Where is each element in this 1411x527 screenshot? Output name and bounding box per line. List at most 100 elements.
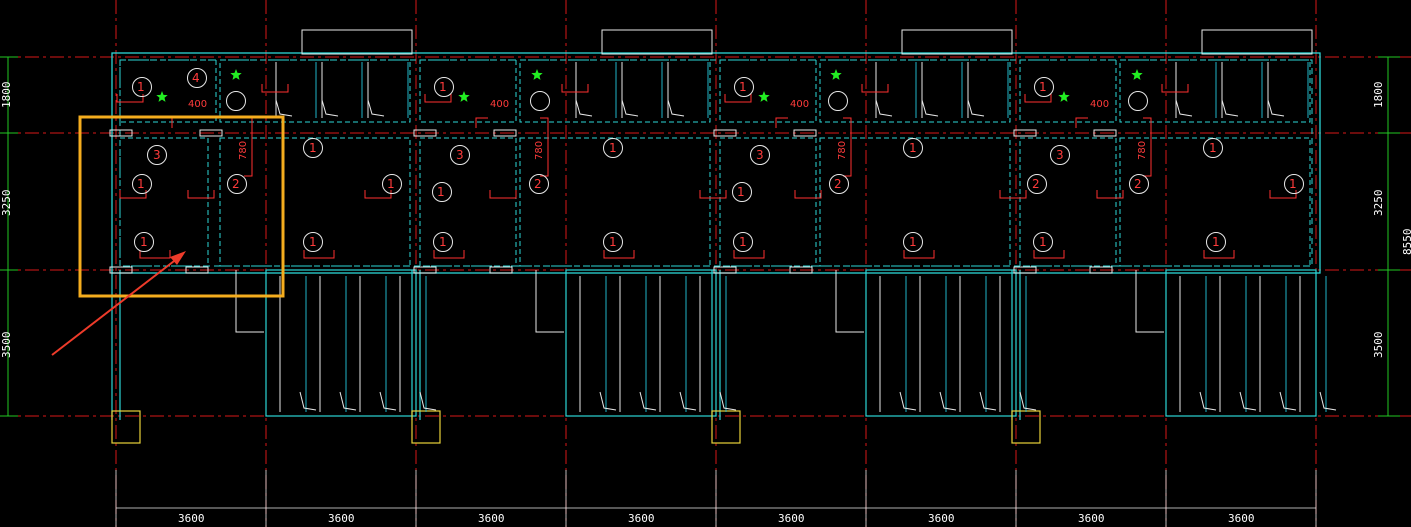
circle-tag-icon — [227, 174, 247, 194]
star-marker-icon — [230, 69, 242, 80]
circle-tag-icon — [432, 182, 452, 202]
circle-tag-icon — [132, 174, 152, 194]
top-projection — [301, 29, 413, 55]
leader-bracket — [999, 190, 1027, 199]
balcony-outline — [1165, 269, 1317, 417]
tag-main-9: 2 — [1134, 177, 1142, 191]
rebar-hook — [575, 99, 593, 117]
room-box — [719, 137, 817, 267]
leader-vertical — [1143, 117, 1152, 177]
room-box — [1019, 137, 1117, 267]
right-dimensions: 1800 3250 3500 8550 — [1372, 82, 1411, 359]
tag-upper-5: 1 — [1039, 80, 1047, 94]
circle-tag-icon — [434, 77, 454, 97]
leader-small — [775, 117, 788, 128]
column-box — [111, 410, 141, 444]
dim-right-total: 8550 — [1401, 229, 1411, 256]
door-stub — [1013, 129, 1037, 137]
dim-right-3: 3500 — [1372, 332, 1385, 359]
dim-bottom-4: 3600 — [628, 512, 655, 525]
left-dimensions: 1800 3250 3500 — [0, 82, 13, 359]
room-box — [1119, 59, 1311, 123]
door-stub — [713, 266, 737, 274]
circle-tag-icon — [1027, 174, 1047, 194]
circle-tag-icon — [1050, 145, 1070, 165]
leader-bracket — [903, 250, 935, 259]
star-marker-icon — [758, 91, 770, 102]
circle-tag-icon — [603, 232, 623, 252]
room-box — [819, 137, 1011, 267]
leader-bracket — [424, 94, 452, 103]
dim-bottom-7: 3600 — [1078, 512, 1105, 525]
leader-bracket — [1203, 250, 1235, 259]
circle-tag-icon — [1206, 232, 1226, 252]
tag-main-7: 2 — [834, 177, 842, 191]
circle-tag-icon — [732, 182, 752, 202]
span-400-3: 400 — [790, 99, 809, 110]
door-stub — [1093, 129, 1117, 137]
star-marker-icon — [156, 91, 168, 102]
leader-bracket — [433, 250, 465, 259]
leader-bracket — [1269, 190, 1297, 199]
circle-tag-icon — [828, 91, 848, 111]
tag-main-8: 2 — [1032, 177, 1040, 191]
leader-bracket — [603, 250, 635, 259]
circle-tag-icon — [132, 77, 152, 97]
top-projection — [1201, 29, 1313, 55]
top-projection — [901, 29, 1013, 55]
circle-tag-icon — [903, 138, 923, 158]
circle-tag-icon — [1129, 174, 1149, 194]
tag-main-10: 1 — [1289, 177, 1297, 191]
highlight-box — [78, 115, 285, 298]
room-box — [719, 59, 817, 123]
rebar-hook — [921, 99, 939, 117]
circle-tag-icon — [603, 138, 623, 158]
tag-mid-3: 3 — [456, 148, 464, 162]
circle-tag-icon — [1284, 174, 1304, 194]
circle-tag-icon — [382, 174, 402, 194]
dimension-lines — [0, 56, 1400, 527]
top-projection — [601, 29, 713, 55]
stub-outline — [535, 270, 564, 333]
door-stub — [413, 266, 437, 274]
star-marker-icon — [1131, 69, 1143, 80]
tag-mid-6: 1 — [909, 141, 917, 155]
dim-bottom-8: 3600 — [1228, 512, 1255, 525]
star-marker-icon — [531, 69, 543, 80]
dim-bottom-2: 3600 — [328, 512, 355, 525]
tag-mid-2: 1 — [309, 141, 317, 155]
rebar-hook — [899, 391, 917, 411]
dim-bottom-3: 3600 — [478, 512, 505, 525]
leader-bracket — [1033, 250, 1065, 259]
tag-upper-3: 1 — [439, 80, 447, 94]
circle-tag-icon — [750, 145, 770, 165]
tag-mid-7: 3 — [1056, 148, 1064, 162]
stub-outline — [835, 270, 864, 333]
tag-mid-5: 3 — [756, 148, 764, 162]
leader-bracket — [364, 190, 392, 199]
slab-rebar-lines — [275, 62, 1337, 412]
tag-bottom-8: 1 — [1212, 235, 1220, 249]
leader-bracket — [861, 84, 889, 93]
rebar-hook — [667, 99, 685, 117]
room-box — [419, 137, 517, 267]
circle-tag-icon — [733, 232, 753, 252]
room-box — [119, 137, 209, 267]
tag-main-2: 2 — [232, 177, 240, 191]
annotation-marks — [116, 68, 1304, 259]
leader-bracket — [261, 84, 289, 93]
stub-outline — [235, 270, 264, 333]
leader-small — [1075, 117, 1088, 128]
stub-outline — [1135, 270, 1164, 333]
tag-mid-4: 1 — [609, 141, 617, 155]
span-400-2: 400 — [490, 99, 509, 110]
rebar-hook — [367, 99, 385, 117]
bottom-dimensions: 3600 3600 3600 3600 3600 3600 3600 3600 — [178, 512, 1255, 525]
balcony-outline — [265, 269, 417, 417]
circle-tag-icon — [529, 174, 549, 194]
balcony-outline — [865, 269, 1017, 417]
star-marker-icon — [1058, 91, 1070, 102]
span-labels: 400 400 400 400 780 780 780 780 — [188, 99, 1148, 160]
door-stub — [789, 266, 813, 274]
